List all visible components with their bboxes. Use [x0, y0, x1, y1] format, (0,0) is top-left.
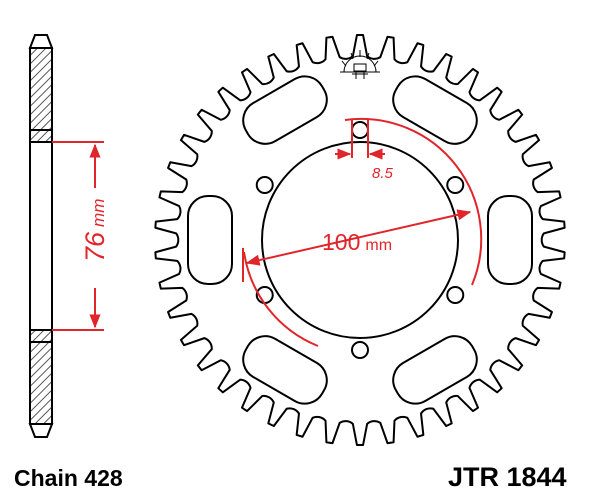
chain-label: Chain 428 [14, 465, 123, 491]
bolt-hole [446, 176, 465, 194]
side-profile-top-step [29, 129, 53, 143]
pcd-dimension-line [245, 209, 472, 266]
brand-logo-icon [340, 50, 380, 79]
width-dimension: 76 mm [52, 141, 110, 331]
side-profile-bottom-step [29, 329, 53, 343]
pcd-dimension: 100 mm [242, 117, 483, 347]
pcd-value: 100 [322, 229, 360, 255]
pcd-unit: mm [365, 237, 392, 254]
lightening-slot [187, 195, 233, 285]
bolt-hole [351, 121, 369, 139]
sprocket-side-profile [28, 34, 54, 438]
bolt-hole-dimension-label: 8.5 [372, 165, 394, 182]
width-unit: mm [89, 199, 108, 227]
lightening-slots [187, 75, 533, 405]
side-profile-top-tip [28, 34, 54, 49]
bolt-holes [255, 121, 465, 359]
width-value: 76 [80, 231, 110, 262]
lightening-slot [392, 335, 478, 405]
lightening-slot [392, 75, 478, 145]
side-profile-hub [29, 141, 53, 331]
lightening-slot [487, 195, 533, 285]
lightening-slot [242, 75, 328, 145]
bolt-hole [351, 341, 369, 359]
bolt-hole [255, 176, 274, 194]
side-profile-bottom-tip [28, 423, 54, 438]
part-number: JTR 1844 [448, 462, 567, 492]
width-dimension-label: 76 mm [80, 199, 110, 262]
bolt-hole [446, 286, 465, 304]
side-profile-bottom-band [29, 341, 53, 425]
side-profile-top-band [29, 47, 53, 131]
pcd-dimension-label: 100 mm [322, 229, 392, 255]
pcd-arc-lower [243, 251, 319, 347]
lightening-slot [242, 335, 328, 405]
bolt-hole-dimension: 8.5 [335, 120, 394, 182]
pcd-arc-upper [344, 117, 483, 286]
